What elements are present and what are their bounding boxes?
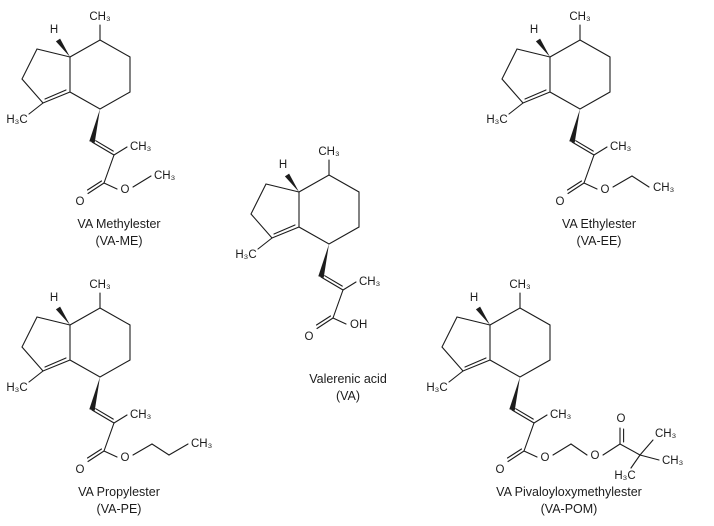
core-skeleton (21, 24, 131, 195)
atom-label-ester-o: O (541, 452, 550, 464)
structure-va-pom: CH₃ H H₃C CH₃ O O O O CH₃ CH₃ H₃C VA Piv… (424, 268, 714, 518)
structure-va-ee: CH₃ H H₃C CH₃ O O CH₃ VA Ethylester (VA-… (484, 0, 714, 250)
va-pom-caption-abbr: (VA-POM) (540, 502, 598, 516)
atom-label-side-methyl: CH₃ (359, 276, 381, 288)
va-pe-ester-bonds (132, 443, 189, 456)
atom-label-methyl-top: CH₃ (89, 279, 111, 291)
structure-va-pe: CH₃ H H₃C CH₃ O O CH₃ VA Propylester (VA… (4, 268, 234, 518)
va-pom-structure-drawing: CH₃ H H₃C CH₃ O O O O CH₃ CH₃ H₃C (426, 279, 683, 482)
atom-label-ring-methyl: H₃C (235, 249, 256, 261)
atom-label-carbonyl-o: O (305, 331, 314, 343)
atom-label-ester-o: O (601, 184, 610, 196)
atom-label-methyl-top: CH₃ (89, 11, 111, 23)
atom-label-stereo-h: H (530, 24, 538, 36)
atom-label-ring-methyl: H₃C (426, 382, 447, 394)
va-pe-atom-labels: CH₃ H H₃C CH₃ O O CH₃ (6, 279, 212, 476)
va-ee-ester-bonds (612, 175, 650, 188)
core-skeleton (501, 24, 611, 195)
va-me-structure-drawing: CH₃ H H₃C CH₃ O O CH₃ (6, 11, 175, 208)
atom-label-ring-methyl: H₃C (486, 114, 507, 126)
atom-label-tbutyl-methyl-2: CH₃ (662, 455, 684, 467)
structure-va: CH₃ H H₃C CH₃ O OH Valerenic acid (VA) (233, 135, 463, 405)
atom-label-ester-o: O (121, 184, 130, 196)
va-caption-name: Valerenic acid (309, 372, 387, 386)
core-skeleton (250, 159, 360, 330)
va-pom-caption: VA Pivaloyloxymethylester (VA-POM) (424, 484, 714, 518)
atom-label-hydroxyl: OH (350, 319, 367, 331)
va-pe-caption-abbr: (VA-PE) (96, 502, 142, 516)
atom-label-tail-methyl: CH₃ (154, 170, 176, 182)
core-skeleton (21, 292, 131, 463)
atom-label-tail-methyl: CH₃ (191, 438, 213, 450)
va-caption: Valerenic acid (VA) (233, 371, 463, 405)
atom-label-methyl-top: CH₃ (509, 279, 531, 291)
atom-label-side-methyl: CH₃ (550, 409, 572, 421)
atom-label-tail-methyl: CH₃ (653, 182, 675, 194)
va-pe-structure-drawing: CH₃ H H₃C CH₃ O O CH₃ (6, 279, 212, 476)
atom-label-carbonyl-o: O (76, 196, 85, 208)
atom-label-side-methyl: CH₃ (130, 141, 152, 153)
va-pom-atom-labels: CH₃ H H₃C CH₃ O O O O CH₃ CH₃ H₃C (426, 279, 683, 482)
va-structure-drawing: CH₃ H H₃C CH₃ O OH (235, 146, 380, 343)
atom-label-methyl-top: CH₃ (569, 11, 591, 23)
atom-label-ester-o: O (121, 452, 130, 464)
atom-label-side-methyl: CH₃ (610, 141, 632, 153)
atom-label-methyl-top: CH₃ (318, 146, 340, 158)
va-ee-caption-name: VA Ethylester (561, 217, 637, 231)
atom-label-side-methyl: CH₃ (130, 409, 152, 421)
atom-label-carbonyl-o: O (496, 464, 505, 476)
atom-label-carbonyl-o: O (556, 196, 565, 208)
atom-label-carbonyl-o: O (76, 464, 85, 476)
va-pom-caption-name: VA Pivaloyloxymethylester (496, 485, 642, 499)
va-ee-atom-labels: CH₃ H H₃C CH₃ O O CH₃ (486, 11, 674, 208)
atom-label-stereo-h: H (279, 159, 287, 171)
va-me-ester-bonds (132, 175, 152, 188)
va-pom-ester-bonds (552, 427, 660, 469)
structure-va-me: CH₃ H H₃C CH₃ O O CH₃ VA Methylester (VA… (4, 0, 234, 250)
atom-label-stereo-h: H (50, 292, 58, 304)
va-pe-caption: VA Propylester (VA-PE) (4, 484, 234, 518)
va-me-atom-labels: CH₃ H H₃C CH₃ O O CH₃ (6, 11, 175, 208)
atom-label-ring-methyl: H₃C (6, 382, 27, 394)
atom-label-pivaloyl-o: O (617, 413, 626, 425)
atom-label-ring-methyl: H₃C (6, 114, 27, 126)
va-caption-abbr: (VA) (335, 389, 361, 403)
atom-label-tbutyl-methyl-3: H₃C (614, 470, 635, 482)
va-ee-caption: VA Ethylester (VA-EE) (484, 216, 714, 250)
atom-label-tbutyl-methyl-1: CH₃ (655, 428, 677, 440)
va-me-caption: VA Methylester (VA-ME) (4, 216, 234, 250)
atom-label-methylene-o: O (591, 450, 600, 462)
atom-label-stereo-h: H (470, 292, 478, 304)
va-pe-caption-name: VA Propylester (78, 485, 160, 499)
va-atom-labels: CH₃ H H₃C CH₃ O OH (235, 146, 380, 343)
va-ee-structure-drawing: CH₃ H H₃C CH₃ O O CH₃ (486, 11, 674, 208)
atom-label-stereo-h: H (50, 24, 58, 36)
core-skeleton (441, 292, 551, 463)
va-me-caption-abbr: (VA-ME) (95, 234, 143, 248)
va-me-caption-name: VA Methylester (77, 217, 161, 231)
va-ee-caption-abbr: (VA-EE) (576, 234, 622, 248)
